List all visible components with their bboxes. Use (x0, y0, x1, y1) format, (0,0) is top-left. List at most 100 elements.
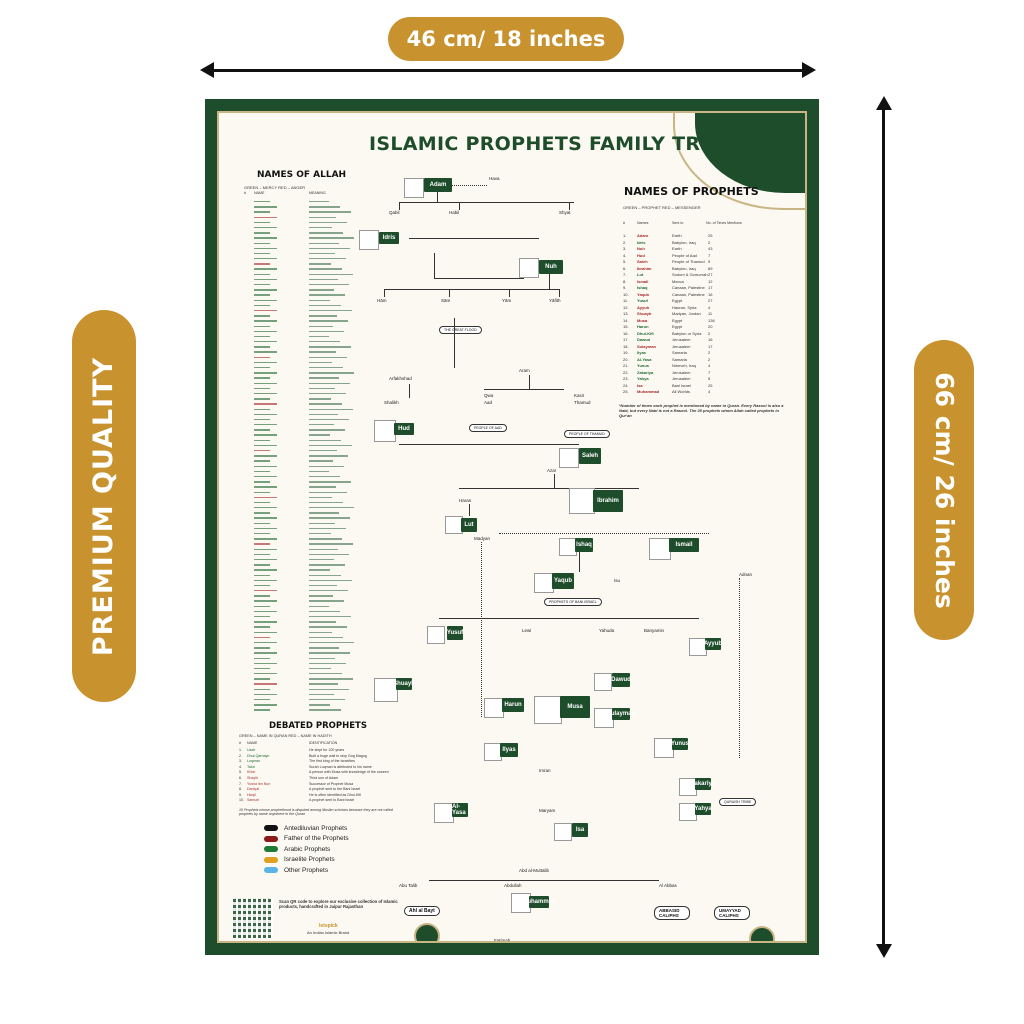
allah-name-row (244, 339, 374, 344)
debated-prophet-number: 8. (239, 787, 242, 792)
prophet-name: Dhul-Kifl (637, 330, 654, 336)
allah-name-row (244, 391, 374, 396)
allah-name-row (244, 298, 374, 303)
ali-medallion-icon (414, 923, 440, 941)
prophet-number: 23. (623, 376, 629, 381)
yusuf-calligraphy-icon (427, 626, 445, 644)
tree-node-yahya: Yahya (694, 803, 712, 815)
debated-prophet-name: Dhul-Qarnayn (247, 753, 270, 758)
allah-name-row (244, 266, 374, 271)
allah-name-row (244, 303, 374, 308)
tree-label-arfakhshad: Arfakhshad (389, 376, 412, 381)
tree-node-ilyas: Ilyas (500, 743, 518, 757)
allah-name-row (244, 495, 374, 500)
allah-name-row (244, 598, 374, 603)
prophet-name: Sulayman (637, 343, 656, 349)
tree-label-qwa: Qwa (484, 393, 494, 398)
uthman-medallion-icon (749, 926, 775, 941)
tree-label-kasir: Kasir (574, 393, 585, 398)
prophet-name: Idris (637, 239, 646, 245)
allah-name-row (244, 407, 374, 412)
prophet-sent-to: Earth (672, 246, 682, 251)
names-of-allah-key: GREEN – MERCY RED – ANGER (244, 185, 306, 190)
allah-name-row (244, 246, 374, 251)
tree-node-lut: Lut (461, 518, 477, 532)
prophet-number: 11. (623, 298, 629, 303)
prophet-number: 25. (623, 389, 629, 394)
allah-name-row (244, 583, 374, 588)
prophets-col-count: No. of Times Mentions (706, 221, 742, 225)
tree-node-ayyub: Ayyub (704, 638, 722, 650)
isa-calligraphy-icon (554, 823, 572, 841)
allah-name-row (244, 624, 374, 629)
tree-node-yunus: Yunus (671, 738, 689, 750)
allah-name-row (244, 251, 374, 256)
prophet-sent-to: Earth (672, 233, 682, 238)
tree-connector (454, 318, 455, 368)
quality-badge: PREMIUM QUALITY (72, 310, 136, 702)
prophet-mention-count: 2 (708, 350, 711, 355)
tree-connector (554, 474, 555, 488)
debated-prophet-identification: He is often identified as Dhul-Kifl (309, 792, 361, 797)
prophet-mention-count: 25 (708, 382, 713, 388)
shuayb-calligraphy-icon (374, 678, 398, 702)
allah-name-row (244, 215, 374, 220)
debated-prophet-name: Uzair (247, 748, 256, 752)
prophet-mention-count: 136 (708, 317, 715, 323)
allah-name-row (244, 562, 374, 567)
tree-connector (439, 618, 699, 619)
allah-name-row (244, 287, 374, 292)
debated-prophet-identification: Third son of Adam (309, 775, 339, 780)
tree-label-banyamin: Banyamin (644, 628, 665, 633)
tree-marker-ahl-al-bayt: Ahl al Bayt (404, 906, 440, 916)
allah-name-row (244, 458, 374, 463)
allah-name-row (244, 241, 374, 246)
prophets-col-name: Names (637, 221, 649, 225)
height-label: 66 cm/ 26 inches (914, 340, 974, 640)
tree-connector (429, 880, 659, 881)
tree-marker-thamud_people: PEOPLE OF THAMUD (564, 430, 610, 438)
allah-name-row (244, 630, 374, 635)
tree-node-hud: Hud (394, 423, 414, 435)
prophet-number: 3. (623, 246, 627, 251)
adam-calligraphy-icon (404, 178, 424, 198)
brand-subtitle: An Indian Islamic Brand (307, 930, 350, 935)
allah-name-row (244, 484, 374, 489)
tree-node-musa: Musa (560, 696, 590, 718)
prophet-sent-to: Jerusalem (672, 337, 691, 342)
allah-name-row (244, 334, 374, 339)
allah-name-row (244, 640, 374, 645)
allah-name-row (244, 547, 374, 552)
tree-node-harun: Harun (502, 698, 524, 712)
prophet-name: Lut (637, 272, 644, 277)
legend-item: Other Prophets (264, 865, 349, 876)
allah-name-row (244, 635, 374, 640)
debated-prophet-number: 7. (239, 781, 242, 786)
allah-name-row (244, 505, 374, 510)
tree-node-adam: Adam (424, 178, 452, 192)
allah-name-row (244, 220, 374, 225)
prophet-sent-to: Canaan, Palestine (672, 291, 705, 297)
prophet-mention-count: 17 (708, 285, 713, 290)
allah-name-row (244, 417, 374, 422)
debated-prophet-name: Daniyal (247, 787, 259, 792)
debated-prophet-name: Hizqil (247, 792, 256, 797)
tree-label-adnan: Adnan (739, 572, 753, 577)
width-label-text: 46 cm/ 18 inches (406, 27, 606, 51)
debated-note: 10 Prophets whose prophethood is dispute… (239, 808, 393, 816)
harun-calligraphy-icon (484, 698, 504, 718)
prophet-name: Ismail (637, 278, 649, 284)
saleh-calligraphy-icon (559, 448, 579, 468)
tree-connector (459, 488, 639, 489)
tree-marker-umayyad: UMAYYAD CALIPHS (714, 906, 750, 920)
debated-prophet-identification: Successor of Prophet Musa (309, 781, 354, 786)
poster-frame: ISLAMIC PROPHETS FAMILY TREE NAMES OF AL… (205, 99, 819, 955)
prophet-sent-to: Egypt (672, 298, 683, 303)
tree-connector (399, 444, 579, 445)
legend-swatch (264, 846, 278, 853)
ismail-calligraphy-icon (649, 538, 671, 560)
prophet-name: Ishaq (637, 285, 648, 290)
tree-label-haran: Haran (459, 498, 472, 503)
allah-name-row (244, 443, 374, 448)
allah-name-row (244, 707, 374, 712)
